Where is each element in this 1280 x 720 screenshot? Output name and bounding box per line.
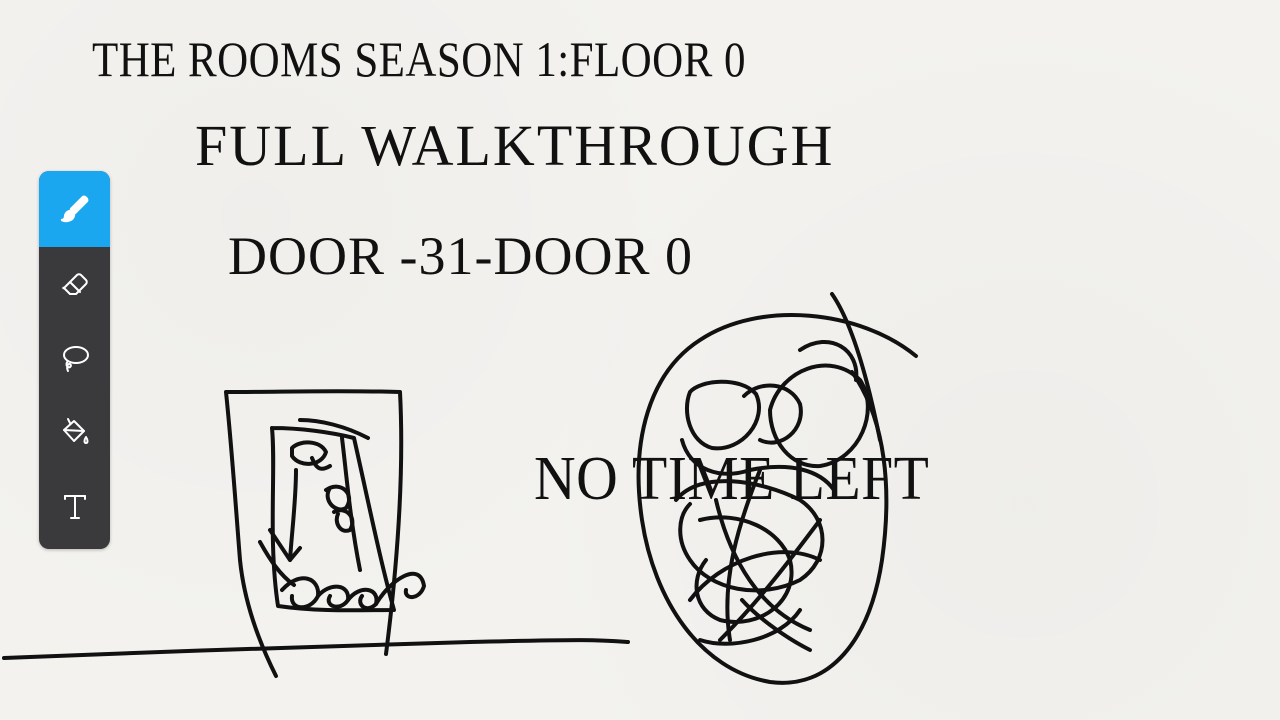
- no-time-left-text: NO TIME LEFT: [534, 445, 930, 513]
- drawing-toolbar: [39, 171, 110, 549]
- lasso-icon: [62, 346, 89, 372]
- paint-bucket-icon: [62, 418, 88, 444]
- eraser-tool-button[interactable]: [39, 247, 110, 321]
- brush-tool-button[interactable]: [39, 171, 110, 247]
- lasso-tool-button[interactable]: [39, 321, 110, 395]
- text-tool-button[interactable]: [39, 469, 110, 543]
- title-text: THE ROOMS SEASON 1:FLOOR 0: [92, 31, 746, 87]
- door-range-text: DOOR -31-DOOR 0: [228, 226, 693, 286]
- ground-line: [2, 638, 630, 660]
- fill-tool-button[interactable]: [39, 395, 110, 469]
- figure-outline: [270, 426, 396, 613]
- text-icon: [63, 495, 86, 519]
- door-frame: [224, 389, 404, 678]
- subtitle-text: FULL WALKTHROUGH: [195, 113, 835, 178]
- brush-icon: [60, 195, 88, 223]
- eraser-icon: [61, 273, 88, 295]
